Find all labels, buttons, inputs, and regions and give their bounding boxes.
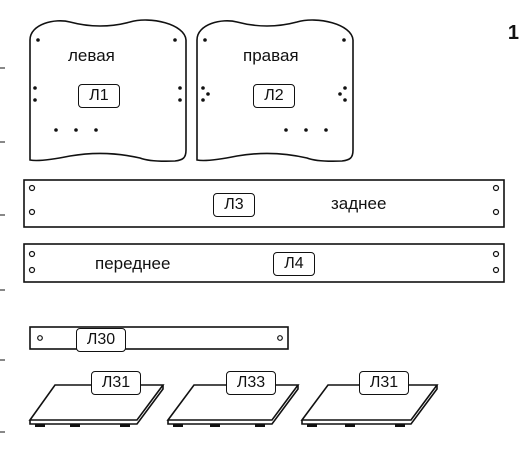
shelf-left-tag: Л31 [91, 371, 141, 395]
back-panel-tag: Л3 [213, 193, 255, 217]
shelf-middle-tag: Л33 [226, 371, 276, 395]
margin-ticks [0, 67, 5, 433]
shelf-right-tag: Л31 [359, 371, 409, 395]
left-side-label: левая [68, 46, 115, 65]
right-side-panel [196, 19, 354, 162]
front-panel-label: переднее [95, 254, 171, 273]
page-number: 1 [507, 22, 519, 44]
bar [29, 326, 289, 350]
front-panel-tag: Л4 [273, 252, 315, 276]
left-side-tag: Л1 [78, 84, 120, 108]
back-panel-label: заднее [331, 194, 387, 213]
front-panel [23, 243, 505, 283]
right-side-tag: Л2 [253, 84, 295, 108]
back-panel [23, 179, 505, 228]
bar-tag: Л30 [76, 328, 126, 352]
left-side-panel [29, 19, 187, 162]
right-side-label: правая [243, 46, 299, 65]
